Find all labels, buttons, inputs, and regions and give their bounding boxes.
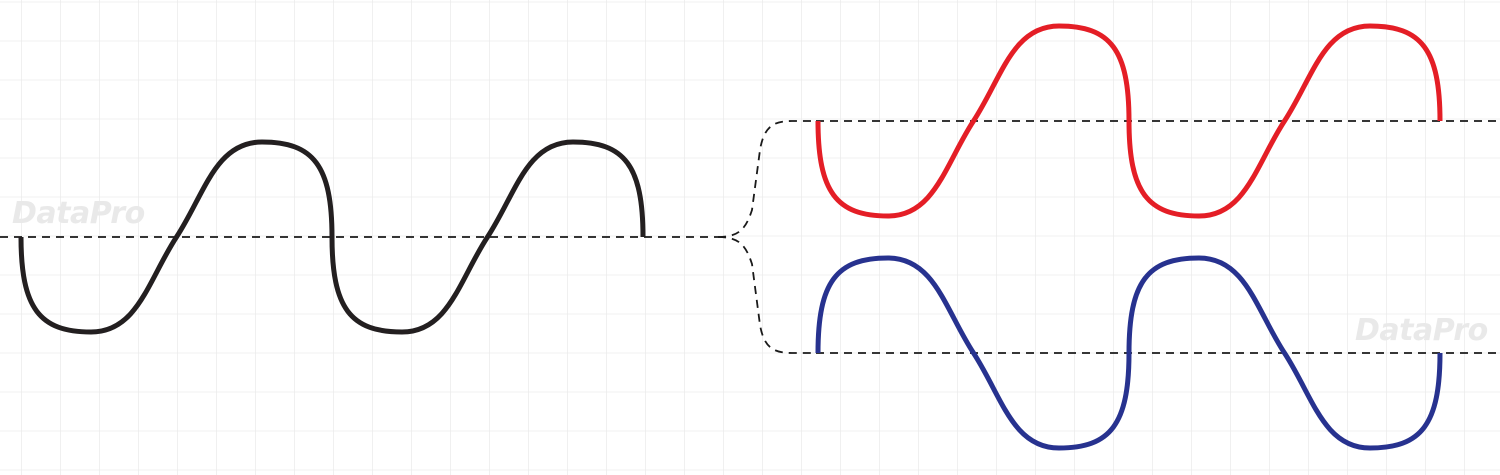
lower-output-wave — [815, 255, 1443, 451]
input-wave — [18, 139, 646, 335]
upper-output-wave — [815, 23, 1443, 219]
splitter-brace — [717, 120, 816, 238]
splitter-brace-lower — [717, 236, 816, 354]
